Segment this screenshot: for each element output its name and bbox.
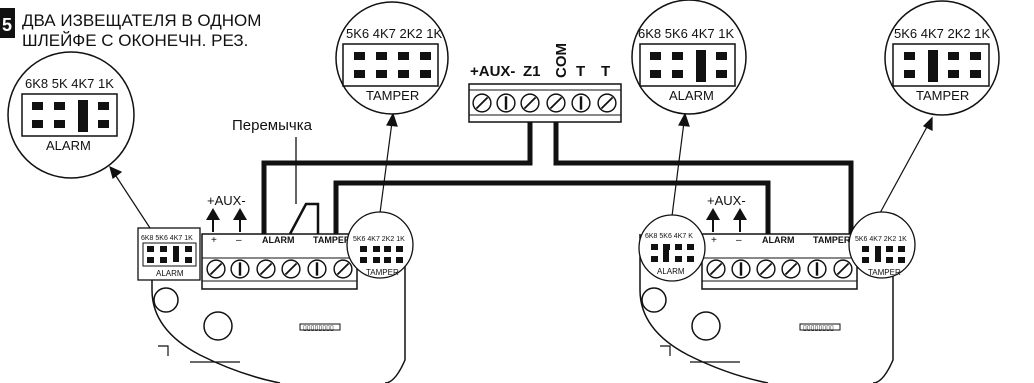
svg-text:ALARM: ALARM bbox=[657, 267, 685, 276]
right-tamper-terminal-label: TAMPER bbox=[813, 235, 851, 245]
right-tamper-bubble: 5K6 4K7 2K2 1K TAMPER bbox=[884, 0, 1000, 116]
left-tamper-bubble: 5K6 4K7 2K2 1K TAMPER bbox=[335, 1, 449, 115]
left-alarm-terminal-label: ALARM bbox=[262, 235, 295, 245]
right-aux-label: +AUX- bbox=[707, 193, 746, 208]
left-tamper-bubble-values: 5K6 4K7 2K2 1K bbox=[346, 26, 442, 41]
panel-terminal-block: +AUX- Z1 COM T T bbox=[468, 43, 622, 123]
svg-text:ALARM: ALARM bbox=[156, 269, 184, 278]
panel-label-aux: +AUX- bbox=[470, 63, 515, 80]
right-alarm-bubble-caption: ALARM bbox=[669, 88, 714, 103]
panel-screw-terminal bbox=[520, 93, 540, 113]
panel-label-com: COM bbox=[553, 43, 570, 78]
left-alarm-bubble-values: 6K8 5K 4K7 1K bbox=[25, 76, 114, 91]
svg-text:5K6 4K7 2K2 1K: 5K6 4K7 2K2 1K bbox=[353, 236, 405, 243]
right-alarm-bubble-values: 6K8 5K6 4K7 1K bbox=[638, 26, 734, 41]
panel-screw-terminal bbox=[546, 93, 566, 113]
right-tamper-bubble-caption: TAMPER bbox=[916, 88, 969, 103]
svg-text:▯▯▯▯▯▯▯▯: ▯▯▯▯▯▯▯▯ bbox=[303, 325, 334, 332]
step-number: 5 bbox=[2, 15, 12, 35]
left-alarm-bubble-caption: ALARM bbox=[46, 138, 91, 153]
svg-text:▯▯▯▯▯▯▯▯: ▯▯▯▯▯▯▯▯ bbox=[803, 325, 834, 332]
svg-text:6K8 5K6 4K7 K: 6K8 5K6 4K7 K bbox=[645, 233, 693, 240]
detector-right: ▯▯▯▯▯▯▯▯ + – ALARM TAMPER +AUX- 6K8 5K6 … bbox=[638, 193, 916, 383]
right-alarm-bubble: 6K8 5K6 4K7 1K ALARM bbox=[631, 0, 747, 115]
title-line-2: ШЛЕЙФЕ С ОКОНЕЧН. РЕЗ. bbox=[22, 31, 248, 50]
svg-text:–: – bbox=[736, 235, 742, 246]
panel-label-t1: T bbox=[576, 63, 585, 80]
right-alarm-jumper-bubble bbox=[638, 214, 706, 282]
panel-label-t2: T bbox=[601, 63, 610, 80]
left-tamper-bubble-caption: TAMPER bbox=[366, 88, 419, 103]
svg-text:6K8 5K6 4K7 1K: 6K8 5K6 4K7 1K bbox=[141, 235, 193, 242]
svg-text:TAMPER: TAMPER bbox=[868, 268, 901, 277]
svg-text:TAMPER: TAMPER bbox=[366, 268, 399, 277]
mounting-hole bbox=[641, 287, 667, 313]
mounting-hole bbox=[691, 311, 721, 341]
loop-wires bbox=[261, 122, 854, 234]
wire-series-link bbox=[333, 180, 771, 234]
panel-label-z1: Z1 bbox=[523, 63, 541, 80]
svg-text:–: – bbox=[236, 235, 242, 246]
jumper-wire bbox=[288, 202, 320, 235]
right-alarm-terminal-label: ALARM bbox=[762, 235, 795, 245]
panel-screw-terminal bbox=[571, 93, 591, 113]
left-tamper-terminal-label: TAMPER bbox=[313, 235, 351, 245]
left-alarm-bubble: 6K8 5K 4K7 1K ALARM bbox=[7, 51, 135, 179]
panel-screw-terminal bbox=[496, 93, 516, 113]
detector-left: ▯▯▯▯▯▯▯▯ + – ALARM TAMPER +AUX- 6K8 5K6 … bbox=[137, 193, 414, 383]
mounting-hole bbox=[203, 311, 233, 341]
title-line-1: ДВА ИЗВЕЩАТЕЛЯ В ОДНОМ bbox=[22, 11, 261, 30]
step-number-badge: 5 bbox=[0, 8, 15, 38]
panel-screw-terminal bbox=[597, 93, 617, 113]
jumper-label: Перемычка bbox=[232, 117, 313, 134]
left-aux-label: +AUX- bbox=[207, 193, 246, 208]
panel-screw-terminal bbox=[472, 93, 492, 113]
svg-text:+: + bbox=[711, 235, 717, 246]
mounting-hole bbox=[153, 287, 179, 313]
wire-com bbox=[553, 122, 854, 234]
svg-text:+: + bbox=[211, 235, 217, 246]
callout-pointers bbox=[109, 112, 933, 229]
right-tamper-bubble-values: 5K6 4K7 2K2 1K bbox=[894, 26, 990, 41]
svg-text:5K6 4K7 2K2 1K: 5K6 4K7 2K2 1K bbox=[855, 236, 907, 243]
wire-z1 bbox=[261, 122, 533, 234]
